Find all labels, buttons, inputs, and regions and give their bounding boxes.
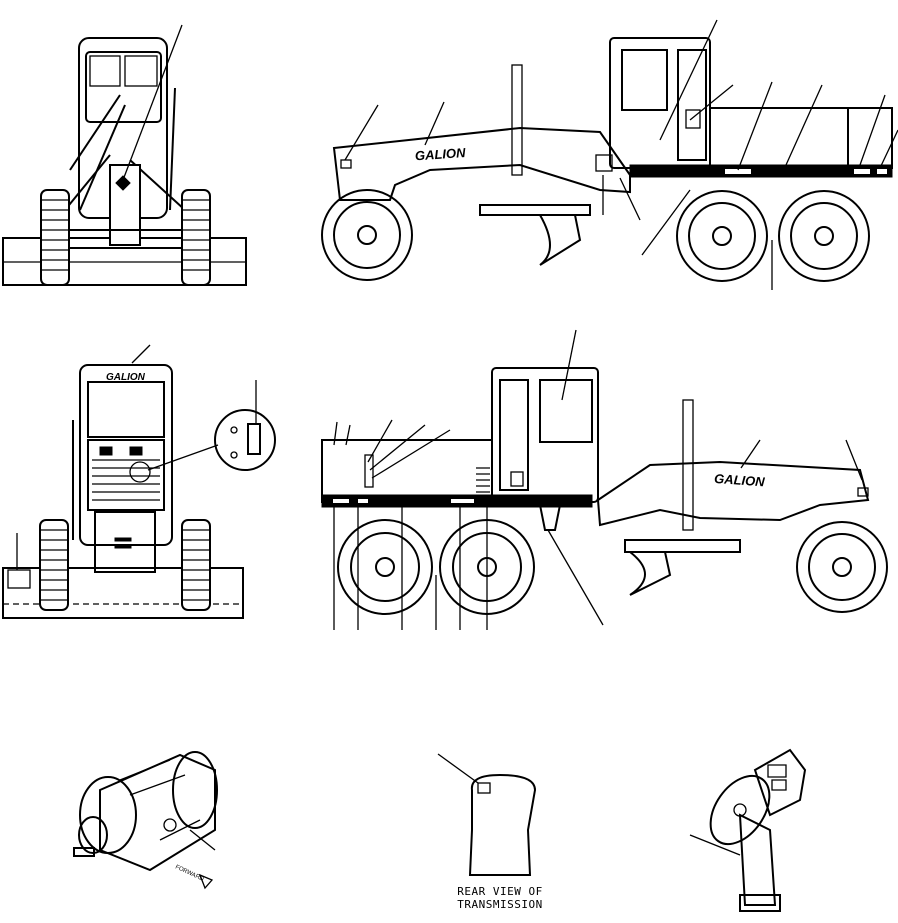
left-cab xyxy=(609,37,711,169)
rear-ground xyxy=(2,567,244,619)
transmission-forward-label: FORWARD xyxy=(174,864,205,883)
right-cab xyxy=(491,367,599,503)
rear-cab xyxy=(79,364,173,546)
right-side-view: GALION xyxy=(321,329,888,630)
brand-label-right-boom: GALION xyxy=(714,471,766,490)
steering-column-view xyxy=(689,748,807,912)
front-view xyxy=(2,24,247,286)
front-left-tire xyxy=(40,189,70,286)
left-front-tire xyxy=(321,189,413,281)
front-decal-marker xyxy=(115,175,131,191)
rear-left-tire xyxy=(39,519,69,611)
transmission-caption: REAR VIEW OF TRANSMISSION xyxy=(430,885,570,911)
brand-label-left-boom: GALION xyxy=(414,145,466,164)
engine-hood xyxy=(709,107,893,169)
left-rear-tire-1 xyxy=(676,190,768,282)
front-axle-tower xyxy=(109,164,141,246)
right-rear-tire-1 xyxy=(337,519,433,615)
transmission-rear-view xyxy=(437,753,537,876)
left-rear-tire-2 xyxy=(778,190,870,282)
right-main-frame xyxy=(596,460,870,527)
front-right-tire xyxy=(181,189,211,286)
right-engine-hood xyxy=(321,439,493,503)
transmission-caption-line2: TRANSMISSION xyxy=(457,898,543,911)
brand-label-rear-cab: GALION xyxy=(106,372,146,383)
transmission-view: FORWARD xyxy=(73,751,218,890)
rear-inset-detail xyxy=(214,409,276,471)
rear-view: GALION xyxy=(2,344,276,619)
transmission-caption-line1: REAR VIEW OF xyxy=(457,885,543,898)
transmission-rear-housing xyxy=(468,773,537,876)
main-frame xyxy=(332,126,631,201)
left-side-view: GALION xyxy=(321,19,898,290)
rear-right-tire xyxy=(181,519,211,611)
right-front-tire xyxy=(796,521,888,613)
frame-stripe-left xyxy=(629,164,893,178)
